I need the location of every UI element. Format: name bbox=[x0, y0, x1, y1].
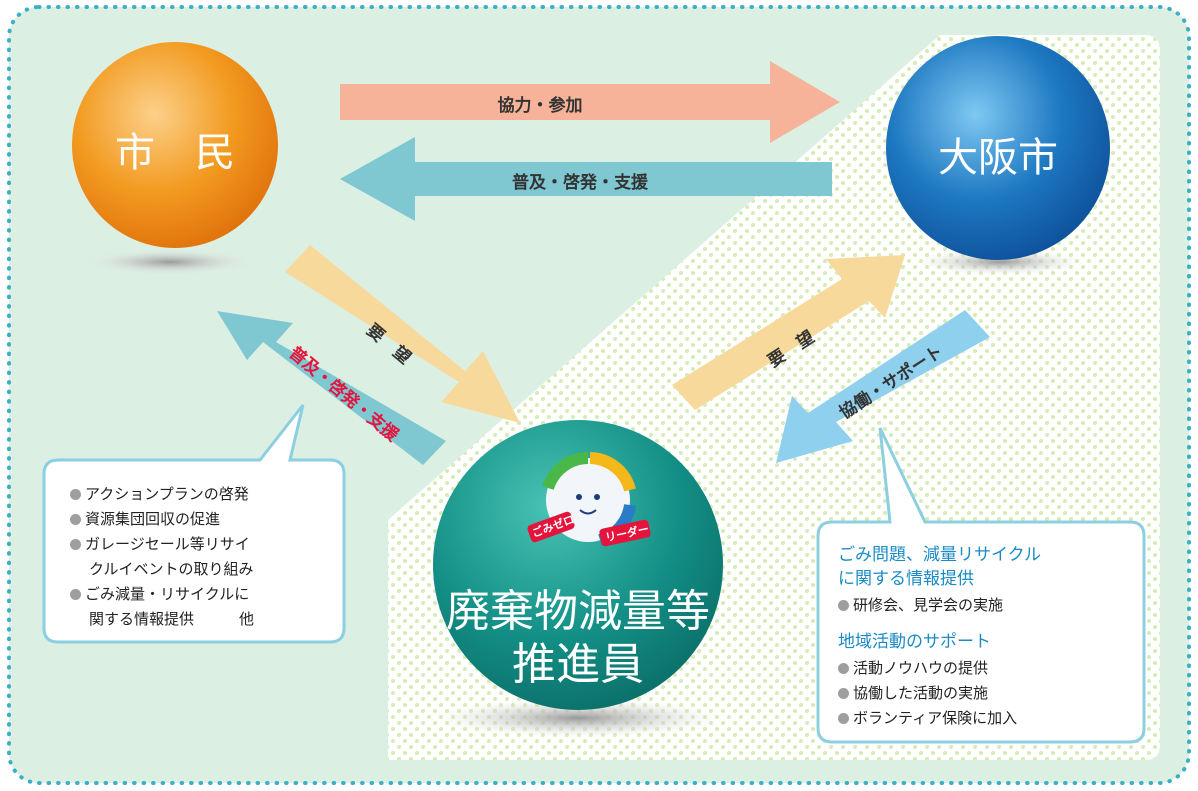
left-box-item-2: 資源集団回収の促進 bbox=[70, 508, 220, 529]
bullet-icon bbox=[838, 713, 849, 724]
logo-eye-left bbox=[576, 494, 582, 500]
arrow-kyodo bbox=[776, 310, 990, 463]
left-box-item-4-cont: 関する情報提供 他 bbox=[89, 610, 255, 628]
logo-smile bbox=[579, 509, 597, 515]
logo-text-bg-left bbox=[527, 511, 575, 543]
right-box-heading-1b: に関する情報提供 bbox=[838, 569, 974, 589]
dotted-frame bbox=[7, 5, 1191, 785]
left-box-item-3: ガレージセール等リサイ bbox=[70, 533, 250, 554]
bullet-icon bbox=[70, 539, 81, 550]
left-box-item-3-cont: クルイベントの取り組み bbox=[89, 560, 254, 578]
promoter-shadow bbox=[428, 698, 728, 738]
osaka-label: 大阪市 bbox=[938, 135, 1058, 181]
right-box-heading-2: 地域活動のサポート bbox=[838, 632, 991, 652]
bullet-icon bbox=[838, 663, 849, 674]
arrow-fukyu-top bbox=[340, 137, 832, 221]
arrow-yobo-right bbox=[672, 255, 905, 410]
shimin-shadow bbox=[85, 249, 255, 275]
left-callout-box bbox=[42, 404, 346, 644]
right-box-item-2: 活動ノウハウの提供 bbox=[838, 657, 988, 678]
shimin-circle bbox=[72, 42, 278, 248]
left-box-item-1: アクションプランの啓発 bbox=[70, 483, 249, 504]
right-box-heading-1a: ごみ問題、減量リサイクル bbox=[838, 545, 1042, 565]
right-box-item-1: 研修会、見学会の実施 bbox=[838, 594, 1003, 615]
osaka-circle bbox=[886, 36, 1110, 260]
promoter-label-line1: 廃棄物減量等 bbox=[446, 586, 710, 637]
arrow-label-fukyu-top: 普及・啓発・支援 bbox=[512, 173, 648, 193]
right-box-item-4: ボランティア保険に加入 bbox=[838, 707, 1017, 728]
logo-yellow-arc bbox=[589, 452, 636, 492]
bullet-icon bbox=[70, 489, 81, 500]
promoter-circle bbox=[433, 420, 723, 710]
arrow-fukyu-left bbox=[217, 311, 446, 465]
osaka-shadow bbox=[915, 249, 1085, 275]
bullet-icon bbox=[838, 688, 849, 699]
left-box-item-4: ごみ減量・リサイクルに bbox=[70, 583, 249, 604]
logo-eye-right bbox=[594, 494, 600, 500]
right-callout-box bbox=[816, 427, 1146, 744]
promoter-label-line2: 推進員 bbox=[512, 639, 644, 690]
logo-text-bg-right bbox=[599, 519, 651, 547]
right-box-item-3: 協働した活動の実施 bbox=[838, 682, 988, 703]
arrow-label-kyoryoku: 協力・参加 bbox=[497, 96, 583, 116]
gomi-zero-leader-logo bbox=[527, 452, 651, 547]
logo-green-arc bbox=[542, 452, 589, 491]
arrow-kyoryoku bbox=[340, 61, 840, 143]
bullet-icon bbox=[838, 600, 849, 611]
arrow-yobo-left bbox=[285, 245, 520, 423]
bullet-icon bbox=[70, 589, 81, 600]
shimin-label: 市 民 bbox=[115, 130, 235, 176]
bullet-icon bbox=[70, 514, 81, 525]
